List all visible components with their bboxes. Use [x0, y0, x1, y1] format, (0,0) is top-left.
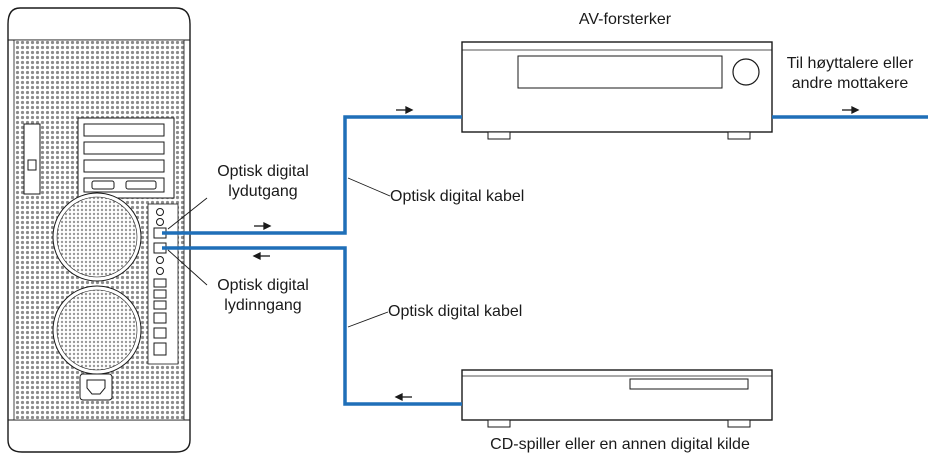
arrow-right-icon — [396, 105, 414, 115]
av-amplifier — [461, 41, 773, 140]
leader-line — [347, 177, 391, 197]
arrow-right-icon — [842, 105, 860, 115]
cable-top-label: Optisk digital kabel — [390, 188, 525, 205]
leader-line — [347, 311, 389, 328]
fan-lower — [52, 285, 142, 375]
speakers-label: Til høyttalere eller andre mottakere — [774, 54, 926, 94]
computer-tower — [7, 7, 191, 453]
optical-out-label-line1: Optisk digital — [217, 163, 309, 180]
optical-out-label-line2: lydutgang — [228, 183, 298, 200]
disc-tray — [629, 378, 749, 390]
optical-out-label: Optisk digital lydutgang — [200, 162, 326, 202]
cd-player — [461, 369, 773, 428]
side-latch — [23, 123, 41, 195]
optical-cable-bottom — [162, 246, 462, 406]
speakers-label-line1: Til høyttalere eller — [786, 55, 914, 72]
optical-in-label: Optisk digital lydinngang — [200, 276, 326, 316]
optical-in-label-line1: Optisk digital — [217, 277, 309, 294]
power-socket — [79, 373, 113, 401]
arrow-left-icon — [394, 392, 412, 402]
optical-cable-top — [162, 115, 462, 235]
amplifier-label: AV-forsterker — [578, 11, 672, 28]
fan-upper — [52, 192, 142, 282]
arrow-left-icon — [252, 251, 270, 261]
speakers-label-line2: andre mottakere — [791, 75, 909, 92]
io-port-panel — [147, 203, 179, 365]
expansion-slots — [77, 117, 175, 199]
arrow-right-icon — [254, 221, 272, 231]
volume-knob-icon — [732, 58, 760, 86]
cable-bottom-label: Optisk digital kabel — [388, 303, 523, 320]
leader-line — [167, 249, 208, 286]
optical-in-label-line2: lydinngang — [224, 297, 302, 314]
amplifier-display — [517, 55, 723, 89]
cd-player-label: CD-spiller eller en annen digital kilde — [490, 436, 750, 453]
leader-line — [167, 197, 208, 230]
